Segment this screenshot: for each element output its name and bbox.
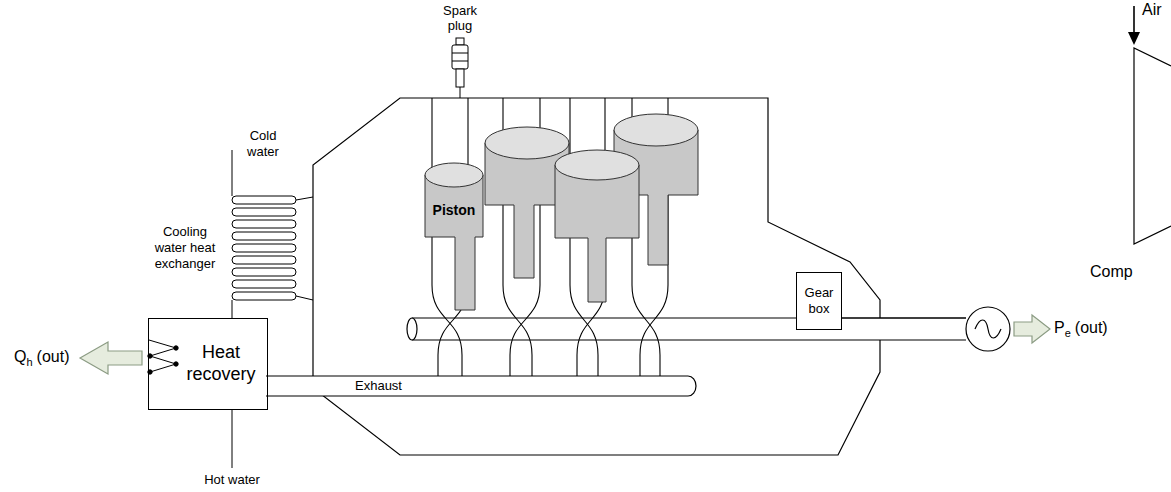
spark-plug-symbol xyxy=(460,87,461,98)
part-label: Comp xyxy=(1090,262,1133,282)
node-label: Piston xyxy=(425,202,483,219)
piston-part: Piston xyxy=(424,158,486,312)
exhaust-pipe xyxy=(266,376,688,396)
node-label: Heat recovery xyxy=(179,342,263,385)
cooling-water-heat-exchanger xyxy=(232,300,233,318)
generator-symbol xyxy=(966,307,1010,351)
flow-label: Air xyxy=(1142,0,1162,20)
exhaust-pipe xyxy=(266,376,696,396)
cooling-water-heat-exchanger xyxy=(232,292,296,300)
power-output-arrow xyxy=(1014,315,1050,343)
cooling-water-heat-exchanger xyxy=(232,280,296,288)
quantity-subscript: h xyxy=(26,356,32,368)
spark-plug-symbol xyxy=(452,53,468,54)
air-inlet-arrow xyxy=(1128,6,1140,45)
gear-box: Gear box xyxy=(796,272,842,330)
quantity-symbol: Q xyxy=(14,348,26,365)
quantity-note: (out) xyxy=(37,348,70,365)
engine-housing xyxy=(313,98,880,455)
piston-crown xyxy=(425,163,483,187)
cylinder-liners xyxy=(510,285,540,376)
cooling-water-heat-exchanger xyxy=(232,150,233,196)
heat-output-arrow xyxy=(80,342,142,374)
shaft-to-generator xyxy=(840,317,966,318)
pistons xyxy=(485,114,698,302)
piston-outline xyxy=(424,158,486,312)
flow-label: Hot water xyxy=(182,472,282,488)
quantity-note: (out) xyxy=(1075,319,1108,336)
crankshaft xyxy=(412,318,966,340)
heat-recovery-box: Heat recovery xyxy=(148,318,268,410)
exhaust-pipe xyxy=(266,395,688,396)
spark-plug-symbol xyxy=(452,45,468,69)
spark-plug-symbol xyxy=(452,38,468,98)
node-label: Gear box xyxy=(800,285,838,316)
heating-coil-symbol xyxy=(149,340,176,372)
quantity-subscript: e xyxy=(1065,327,1071,339)
heating-coil-symbol xyxy=(174,362,178,366)
part-label: Spark plug xyxy=(435,3,485,33)
exhaust-pipe xyxy=(266,375,688,376)
air-inlet-arrow xyxy=(1128,32,1140,45)
air-inlet-arrow xyxy=(1133,6,1135,33)
piston-body xyxy=(425,175,483,310)
spark-plug-symbol xyxy=(452,61,468,62)
heating-coil-symbol xyxy=(148,340,178,374)
cylinder-liners xyxy=(640,285,668,376)
crankshaft xyxy=(412,339,966,340)
pistons xyxy=(555,150,639,180)
crankshaft xyxy=(412,317,966,318)
spark-plug-symbol xyxy=(456,69,464,87)
cooling-water-heat-exchanger xyxy=(232,410,233,468)
cooling-water-heat-exchanger xyxy=(232,244,296,252)
power-output-arrow xyxy=(1014,315,1050,343)
cooling-water-heat-exchanger xyxy=(232,150,313,468)
pistons xyxy=(485,127,569,159)
cooling-water-heat-exchanger xyxy=(232,256,296,264)
cooling-water-heat-exchanger xyxy=(232,196,296,204)
engine-housing xyxy=(313,98,880,455)
cooling-water-heat-exchanger xyxy=(296,197,313,200)
generator-symbol xyxy=(975,320,1001,338)
cylinder-liners xyxy=(503,285,532,376)
crankshaft xyxy=(407,318,417,340)
cooling-water-heat-exchanger xyxy=(232,220,296,228)
cooling-water-heat-exchanger xyxy=(232,208,296,216)
pistons xyxy=(555,165,639,302)
part-label: Exhaust xyxy=(354,379,403,393)
heat-output-label: Qh (out) xyxy=(14,347,69,372)
compressor-symbol xyxy=(1134,48,1171,244)
heating-coil-symbol xyxy=(174,346,178,350)
crankshaft xyxy=(407,318,966,340)
cooling-water-heat-exchanger xyxy=(232,232,296,240)
exhaust-pipe xyxy=(688,376,696,396)
generator-symbol xyxy=(966,307,1010,351)
cooling-water-heat-exchanger xyxy=(232,268,296,276)
part-label: Cooling water heat exchanger xyxy=(147,224,223,272)
power-output-label: Pe (out) xyxy=(1054,318,1108,343)
quantity-symbol: P xyxy=(1054,319,1065,336)
pistons xyxy=(614,114,698,146)
compressor-symbol xyxy=(1134,48,1171,244)
cooling-water-heat-exchanger xyxy=(296,296,313,300)
heat-output-arrow xyxy=(80,342,142,374)
spark-plug-symbol xyxy=(456,38,464,45)
shaft-to-generator xyxy=(840,317,966,318)
flow-label: Cold water xyxy=(238,128,288,160)
